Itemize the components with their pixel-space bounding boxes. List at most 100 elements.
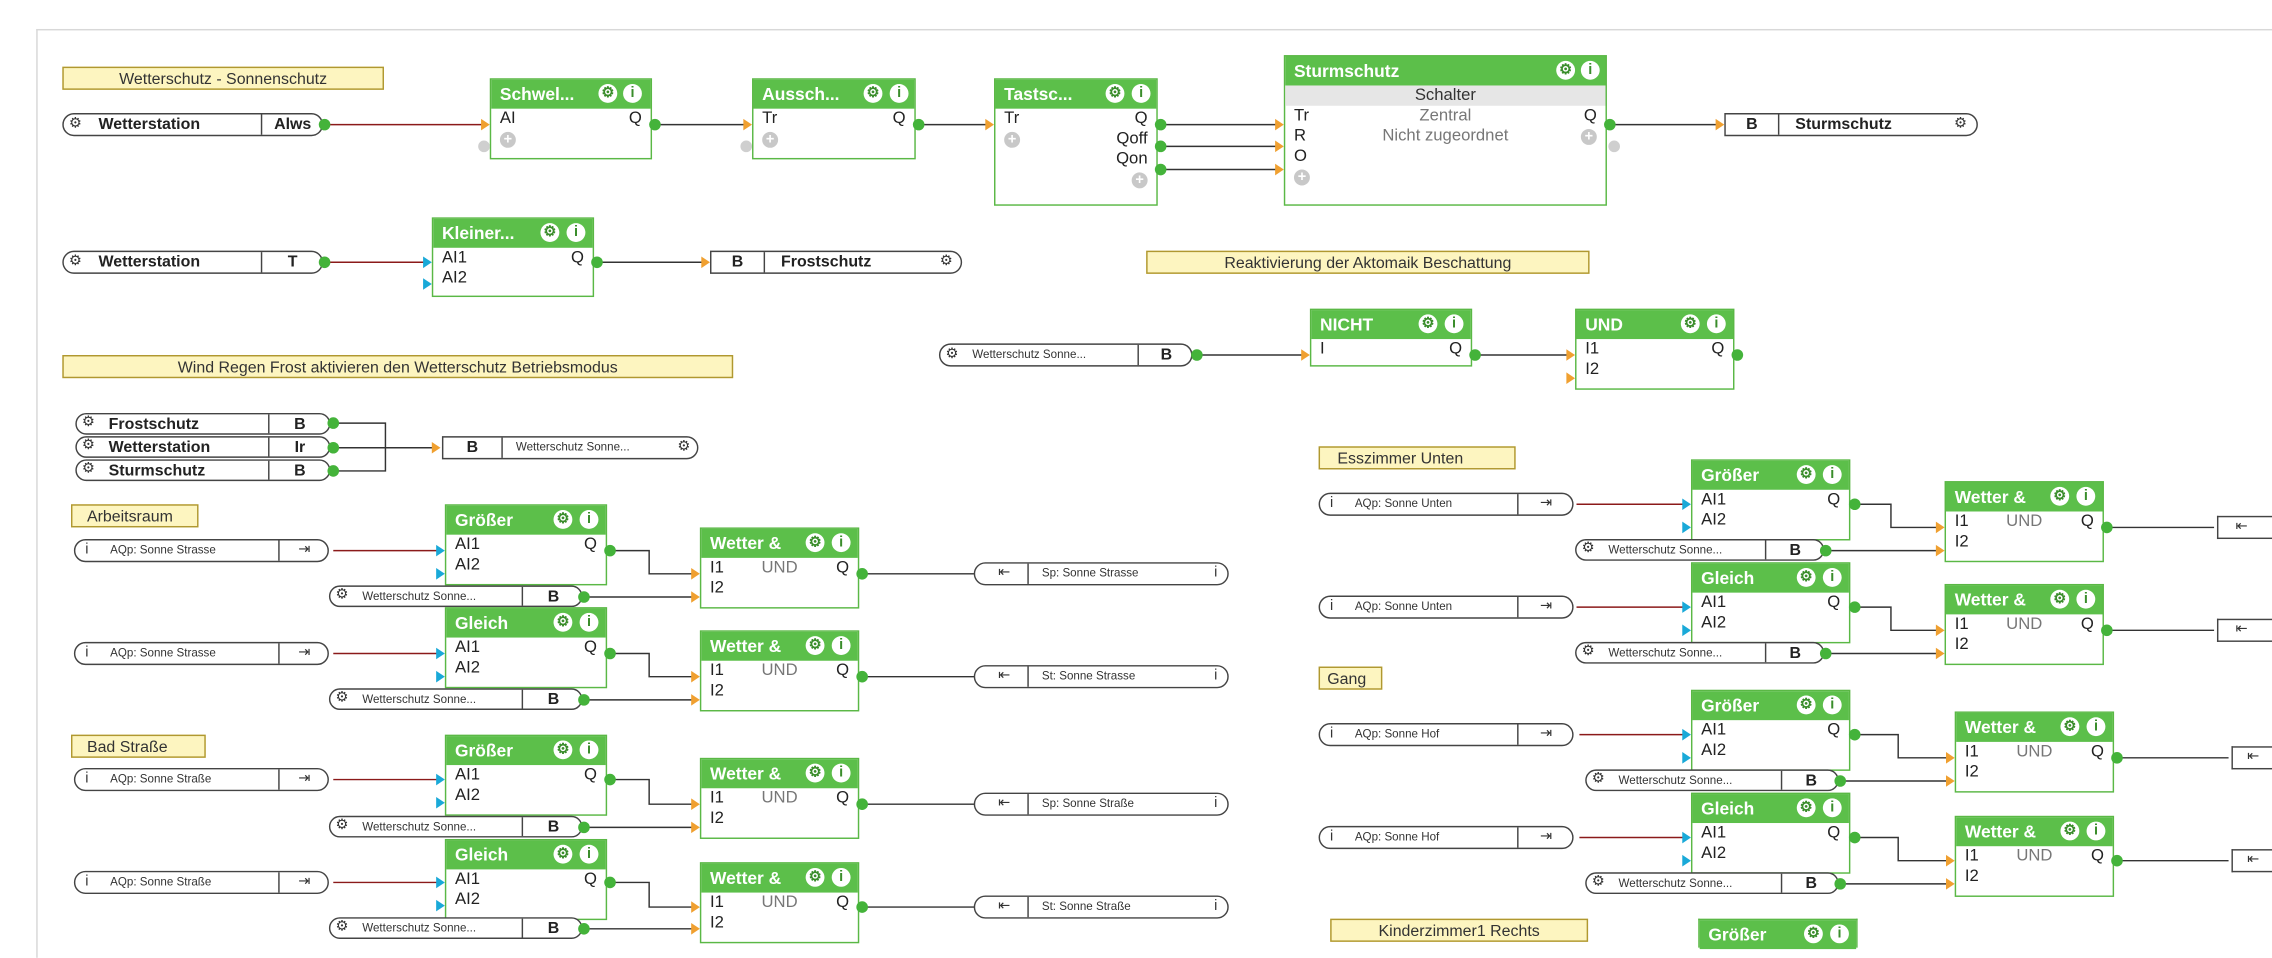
output-port[interactable]: [327, 465, 340, 477]
info-icon[interactable]: i: [1822, 568, 1842, 587]
input-port[interactable]: [1935, 544, 1945, 557]
analog-input-port[interactable]: [1682, 752, 1691, 764]
input-wetterschutz-sonne[interactable]: ⚙ Wetterschutz Sonne... B: [1575, 641, 1825, 664]
input-port[interactable]: [691, 591, 700, 603]
gear-icon[interactable]: ⚙: [1680, 314, 1700, 334]
gear-icon[interactable]: ⚙: [335, 817, 349, 834]
input-port[interactable]: [691, 821, 700, 834]
input-wetterschutz-sonne[interactable]: ⚙ Wetterschutz Sonne... B: [328, 917, 583, 939]
output-wetterschutz-sonne[interactable]: B Wetterschutz Sonne... ⚙: [441, 436, 699, 460]
gear-icon[interactable]: ⚙: [1796, 465, 1816, 484]
input-aqp-sonne-strasse[interactable]: i AQp: Sonne Strasse ⇥: [73, 641, 329, 666]
output-port[interactable]: [578, 923, 590, 935]
analog-input-port[interactable]: [436, 773, 445, 786]
info-icon[interactable]: i: [1214, 667, 1218, 684]
input-aqp-sonne-hof[interactable]: i AQp: Sonne Hof ⇥: [1318, 723, 1574, 747]
output-port[interactable]: [604, 647, 616, 660]
gear-icon[interactable]: ⚙: [1581, 540, 1595, 557]
input-wetterstation-t[interactable]: ⚙ Wetterstation T: [62, 250, 324, 274]
output-port[interactable]: [649, 118, 661, 131]
output-port[interactable]: [318, 256, 331, 269]
input-wetterschutz-sonne[interactable]: ⚙ Wetterschutz Sonne... B: [1575, 539, 1825, 561]
input-port[interactable]: [1566, 372, 1576, 384]
gear-icon[interactable]: ⚙: [939, 253, 953, 270]
gear-icon[interactable]: ⚙: [1796, 568, 1816, 587]
info-icon[interactable]: i: [579, 740, 599, 760]
output-port[interactable]: [2111, 854, 2123, 867]
gear-icon[interactable]: ⚙: [1804, 924, 1823, 944]
gear-icon[interactable]: ⚙: [1796, 798, 1816, 818]
analog-input-port[interactable]: [436, 670, 445, 683]
output-port[interactable]: [591, 256, 603, 269]
output-port[interactable]: [1154, 118, 1167, 131]
output-sp-sonne-strasse2[interactable]: ⇤ Sp: Sonne Straße i: [973, 792, 1229, 816]
output-port[interactable]: [604, 773, 616, 786]
output-gang-1[interactable]: ⇤: [2231, 746, 2272, 770]
output-port[interactable]: [912, 118, 925, 131]
output-port[interactable]: [1834, 878, 1847, 890]
input-wetterschutz-sonne[interactable]: ⚙ Wetterschutz Sonne... B: [1585, 769, 1839, 792]
gear-icon[interactable]: ⚙: [68, 115, 82, 132]
gear-icon[interactable]: ⚙: [805, 763, 825, 783]
info-icon[interactable]: i: [1822, 465, 1842, 484]
gear-icon[interactable]: ⚙: [1796, 695, 1816, 715]
add-output-icon[interactable]: +: [1131, 172, 1148, 189]
block-groesser-partial[interactable]: Größer ⚙ i: [1698, 918, 1858, 950]
analog-input-port[interactable]: [436, 796, 445, 809]
output-port[interactable]: [856, 568, 868, 580]
gear-icon[interactable]: ⚙: [2050, 589, 2070, 609]
output-port-unused[interactable]: [1608, 140, 1620, 153]
output-port[interactable]: [1834, 775, 1847, 787]
info-icon[interactable]: i: [2086, 821, 2106, 841]
info-icon[interactable]: i: [85, 644, 89, 661]
info-icon[interactable]: i: [1706, 314, 1726, 334]
gear-icon[interactable]: ⚙: [335, 586, 349, 603]
info-icon[interactable]: i: [1330, 828, 1334, 845]
gear-icon[interactable]: ⚙: [553, 740, 573, 760]
analog-input-port[interactable]: [1682, 521, 1691, 534]
info-icon[interactable]: i: [2076, 486, 2096, 506]
input-port[interactable]: [701, 256, 711, 269]
input-port[interactable]: [691, 901, 700, 913]
output-port[interactable]: [2101, 624, 2113, 637]
info-icon[interactable]: i: [831, 533, 851, 553]
info-icon[interactable]: i: [1214, 565, 1218, 582]
input-port[interactable]: [431, 441, 441, 454]
analog-input-port[interactable]: [1682, 624, 1691, 637]
add-output-icon[interactable]: +: [1580, 128, 1597, 145]
analog-input-port[interactable]: [1682, 601, 1691, 613]
add-input-icon[interactable]: +: [1293, 169, 1310, 186]
output-port[interactable]: [578, 591, 590, 603]
output-frostschutz[interactable]: B Frostschutz ⚙: [710, 250, 963, 274]
input-wetterstation-ir[interactable]: ⚙ Wetterstation Ir: [75, 436, 331, 458]
analog-input-port[interactable]: [436, 544, 445, 557]
output-port[interactable]: [1848, 498, 1861, 511]
gear-icon[interactable]: ⚙: [1953, 115, 1967, 132]
info-icon[interactable]: i: [2086, 717, 2106, 737]
add-input-icon[interactable]: +: [1004, 131, 1021, 148]
gear-icon[interactable]: ⚙: [805, 636, 825, 655]
output-port[interactable]: [2101, 521, 2113, 534]
analog-input-port[interactable]: [1682, 831, 1691, 844]
input-port[interactable]: [1275, 118, 1284, 131]
output-port[interactable]: [1604, 118, 1616, 131]
info-icon[interactable]: i: [579, 844, 599, 864]
input-aqp-sonne-strasse2[interactable]: i AQp: Sonne Straße ⇥: [73, 767, 329, 792]
info-icon[interactable]: i: [831, 867, 851, 887]
gear-icon[interactable]: ⚙: [1105, 84, 1125, 103]
info-icon[interactable]: i: [889, 84, 909, 103]
output-port[interactable]: [604, 876, 616, 889]
gear-icon[interactable]: ⚙: [805, 533, 825, 553]
output-port[interactable]: [1819, 647, 1832, 660]
